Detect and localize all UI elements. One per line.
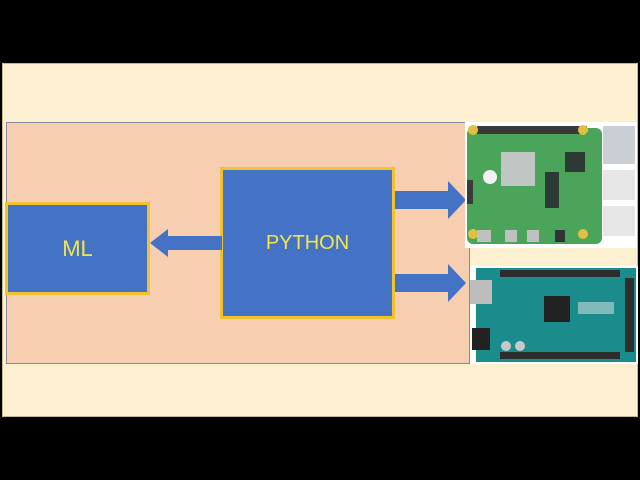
arrow-python-to-raspberry-pi	[395, 181, 466, 219]
raspberry-pi-board-image	[465, 122, 637, 248]
python-label: PYTHON	[265, 231, 350, 254]
arrow-python-to-ml	[150, 229, 222, 257]
arrow-python-to-arduino	[395, 264, 466, 302]
ml-label: ML	[62, 235, 93, 261]
arduino-board-image	[470, 266, 638, 364]
ml-node: ML	[5, 202, 150, 295]
